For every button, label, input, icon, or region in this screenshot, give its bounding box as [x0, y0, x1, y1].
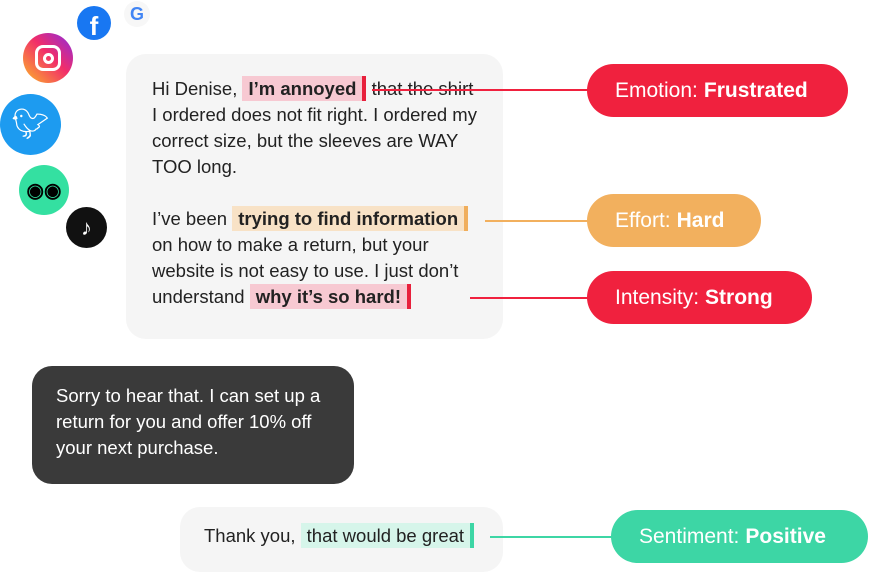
- tag-emotion: Emotion:Frustrated: [587, 64, 848, 117]
- connector-effort: [485, 220, 588, 222]
- twitter-icon: 🐦︎: [0, 94, 61, 155]
- instagram-icon: [23, 33, 73, 83]
- tag-value: Frustrated: [703, 78, 808, 102]
- text: Hi Denise,: [152, 78, 243, 99]
- tag-effort: Effort:Hard: [587, 194, 761, 247]
- tripadvisor-icon: ◉◉: [19, 165, 69, 215]
- text: I’ve been: [152, 208, 233, 229]
- highlight-intensity: why it’s so hard!: [249, 284, 411, 309]
- text: on how to make a return, but your websit…: [152, 234, 459, 307]
- highlight-emotion: I’m annoyed: [242, 76, 367, 101]
- customer-reply: Thank you, that would be great: [180, 507, 503, 572]
- text: Thank you,: [204, 525, 301, 546]
- facebook-icon: f: [77, 6, 111, 41]
- connector-sentiment: [490, 536, 612, 538]
- highlight-sentiment: that would be great: [300, 523, 475, 548]
- tag-value: Strong: [705, 285, 773, 309]
- text: that the shirt I ordered does not fit ri…: [152, 78, 477, 177]
- tag-value: Positive: [745, 524, 826, 548]
- tiktok-icon: ♪: [66, 207, 107, 248]
- agent-message: Sorry to hear that. I can set up a retur…: [32, 366, 354, 484]
- highlight-effort: trying to find information: [232, 206, 469, 231]
- tag-label: Effort:: [615, 208, 671, 232]
- tag-intensity: Intensity:Strong: [587, 271, 812, 324]
- text: Sorry to hear that. I can set up a retur…: [56, 385, 321, 458]
- connector-emotion: [372, 89, 588, 91]
- customer-message: Hi Denise, I’m annoyed that the shirt I …: [126, 54, 503, 339]
- tag-label: Sentiment:: [639, 524, 740, 548]
- tag-sentiment: Sentiment:Positive: [611, 510, 868, 563]
- tag-label: Intensity:: [615, 285, 700, 309]
- tag-label: Emotion:: [615, 78, 698, 102]
- tag-value: Hard: [676, 208, 725, 232]
- connector-intensity: [470, 297, 588, 299]
- google-icon: G: [124, 1, 150, 27]
